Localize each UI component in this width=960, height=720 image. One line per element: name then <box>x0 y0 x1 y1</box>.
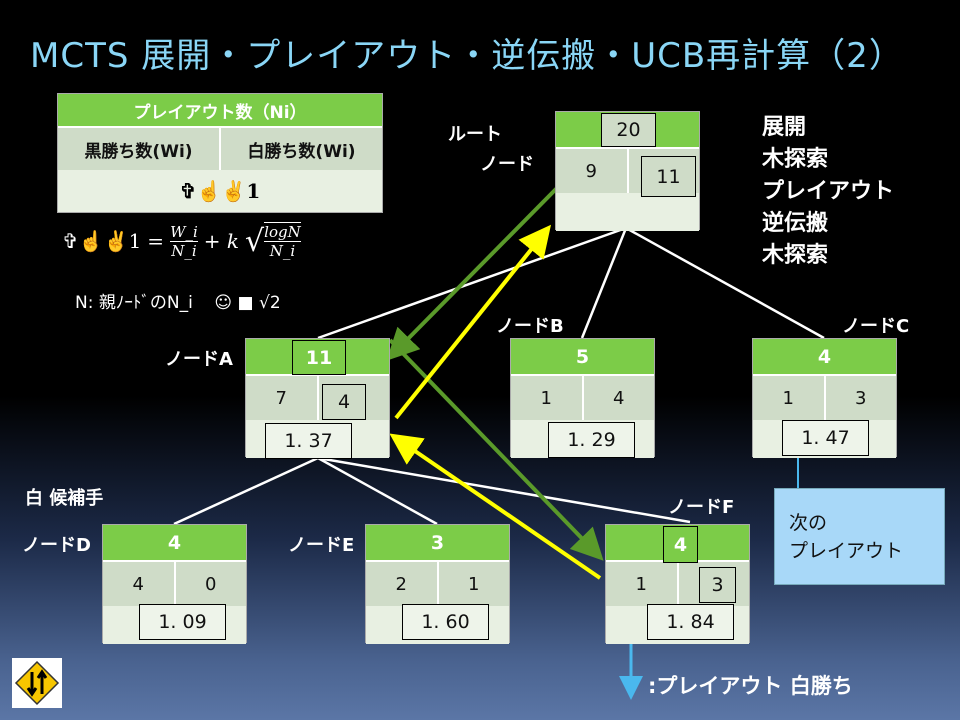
ucb-value: 1. 60 <box>402 604 489 640</box>
legend-black-wins: 黒勝ち数(Wi) <box>58 128 221 170</box>
black-wins: 9 <box>556 149 629 193</box>
edge-a-f <box>317 456 691 524</box>
playout-count: 11 <box>292 340 346 375</box>
step: プレイアウト <box>762 179 895 204</box>
page-title: MCTS 展開・プレイアウト・逆伝搬・UCB再計算（2） <box>30 36 904 76</box>
ucb-value: 1. 84 <box>647 604 734 640</box>
edge-root-a <box>317 226 627 340</box>
playout-count: 5 <box>511 339 654 376</box>
white-wins: 4 <box>613 387 625 409</box>
formula-plus-k: + k <box>203 229 240 253</box>
ucb-value: 1. 29 <box>548 422 635 458</box>
label-node-f: ノードF <box>668 497 735 518</box>
yellow-arrow-a-to-root <box>394 224 552 420</box>
ucb-value: 1. 37 <box>265 423 352 459</box>
legend-white-wins: 白勝ち数(Wi) <box>247 141 356 162</box>
green-arrow-a-to-f <box>388 338 604 561</box>
edge-root-b <box>580 227 628 339</box>
formula-eq: = <box>147 229 165 253</box>
step: 木探索 <box>762 243 829 268</box>
white-wins: 0 <box>205 573 217 595</box>
label-node-b: ノードB <box>496 316 564 337</box>
formula-lhs: ✞☝✌1 <box>62 229 142 253</box>
edge-a-e <box>317 456 438 526</box>
white-wins: 3 <box>699 567 736 603</box>
yellow-arrow-f-to-a <box>389 433 602 580</box>
playout-count: 4 <box>753 339 896 376</box>
ucb-value: 1. 47 <box>782 420 869 456</box>
steps-list: 展開 木探索 プレイアウト 逆伝搬 木探索 <box>762 112 894 272</box>
black-wins: 7 <box>246 376 319 420</box>
two-way-traffic-sign-icon <box>12 658 62 708</box>
next-playout-box: 次のプレイアウト <box>774 488 945 585</box>
playout-count: 4 <box>103 525 246 562</box>
white-wins: 4 <box>322 384 366 420</box>
step: 逆伝搬 <box>762 211 829 236</box>
white-wins: 3 <box>855 387 867 409</box>
edge-a-d <box>173 456 319 526</box>
step: 木探索 <box>762 147 829 172</box>
black-wins: 1 <box>511 376 584 420</box>
legend-table: プレイアウト数（Ni） 黒勝ち数(Wi) 白勝ち数(Wi) ✞☝✌1 <box>57 93 383 213</box>
black-wins: 1 <box>606 562 679 606</box>
white-wins: 11 <box>641 156 696 197</box>
playout-count: 3 <box>366 525 509 562</box>
step: 展開 <box>762 115 807 140</box>
label-node-a: ノードA <box>165 349 233 370</box>
black-wins: 2 <box>366 562 439 606</box>
label-root: ルート <box>448 124 502 145</box>
label-root-node: ノード <box>480 154 534 175</box>
green-arrow-root-to-a <box>386 186 559 361</box>
label-node-d: ノードD <box>22 535 91 556</box>
playout-count: 4 <box>663 526 698 563</box>
white-wins: 1 <box>468 573 480 595</box>
label-node-e: ノードE <box>288 535 355 556</box>
label-node-c: ノードC <box>842 316 910 337</box>
parent-note: N: 親ﾉｰﾄﾞのN_i ☺ ■ √2 <box>75 293 281 313</box>
legend-ucb: ✞☝✌1 <box>58 170 382 212</box>
ucb-value: 1. 09 <box>139 604 226 640</box>
playout-legend-text: :プレイアウト 白勝ち <box>648 674 853 698</box>
legend-header: プレイアウト数（Ni） <box>58 94 382 128</box>
k-value: ☺ ■ √2 <box>214 293 281 313</box>
edge-root-c <box>625 226 825 340</box>
label-candidates: 白 候補手 <box>25 488 104 509</box>
black-wins: 4 <box>103 562 176 606</box>
black-wins: 1 <box>753 376 826 420</box>
playout-count: 20 <box>601 113 656 147</box>
